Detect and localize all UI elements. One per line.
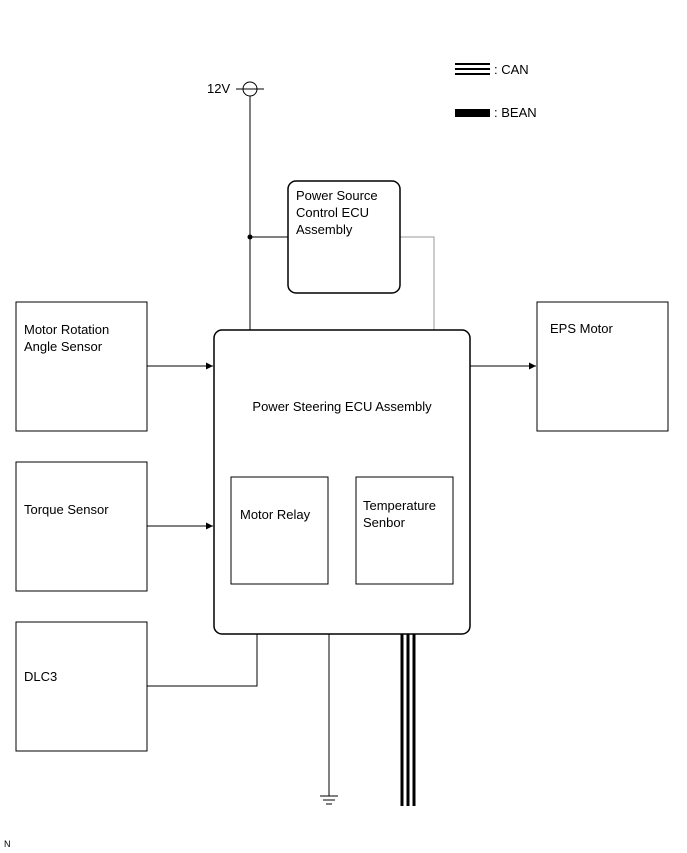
- junction-dot: [247, 234, 253, 240]
- dlc3-label: DLC3: [24, 669, 58, 684]
- voltage-label: 12V: [207, 81, 231, 96]
- power-source-ecu-signal-wire: [400, 236, 435, 330]
- torque-sensor-label: Torque Sensor: [24, 502, 109, 517]
- power-source-ecu-box: [287, 180, 401, 294]
- motor-relay-label: Motor Relay: [240, 507, 311, 522]
- legend-bean-label: : BEAN: [494, 105, 537, 120]
- legend-bean-symbol: [455, 109, 490, 117]
- torque-sensor-box: [15, 461, 148, 592]
- power-steering-ecu-label: Power Steering ECU Assembly: [252, 399, 432, 414]
- footer-code: N: [4, 839, 11, 849]
- temperature-sensor-box: [355, 476, 454, 585]
- temperature-sensor-label: Temperature Senbor: [363, 498, 436, 530]
- dlc3-wire: [147, 634, 258, 687]
- legend-can-label: : CAN: [494, 62, 529, 77]
- can-bus-wires: [400, 634, 416, 806]
- eps-motor-label: EPS Motor: [550, 321, 613, 336]
- eps-motor-box: [536, 301, 669, 432]
- power-supply-symbol: [236, 81, 264, 97]
- dlc3-box: [15, 621, 148, 752]
- ground-icon: [320, 795, 338, 805]
- power-source-ecu-label: Power Source Control ECU Assembly: [296, 188, 378, 237]
- motor-rotation-sensor-box: [15, 301, 148, 432]
- legend-can-symbol: [455, 63, 490, 75]
- motor-relay-box: [230, 476, 329, 585]
- motor-rotation-sensor-label: Motor Rotation Angle Sensor: [24, 322, 110, 354]
